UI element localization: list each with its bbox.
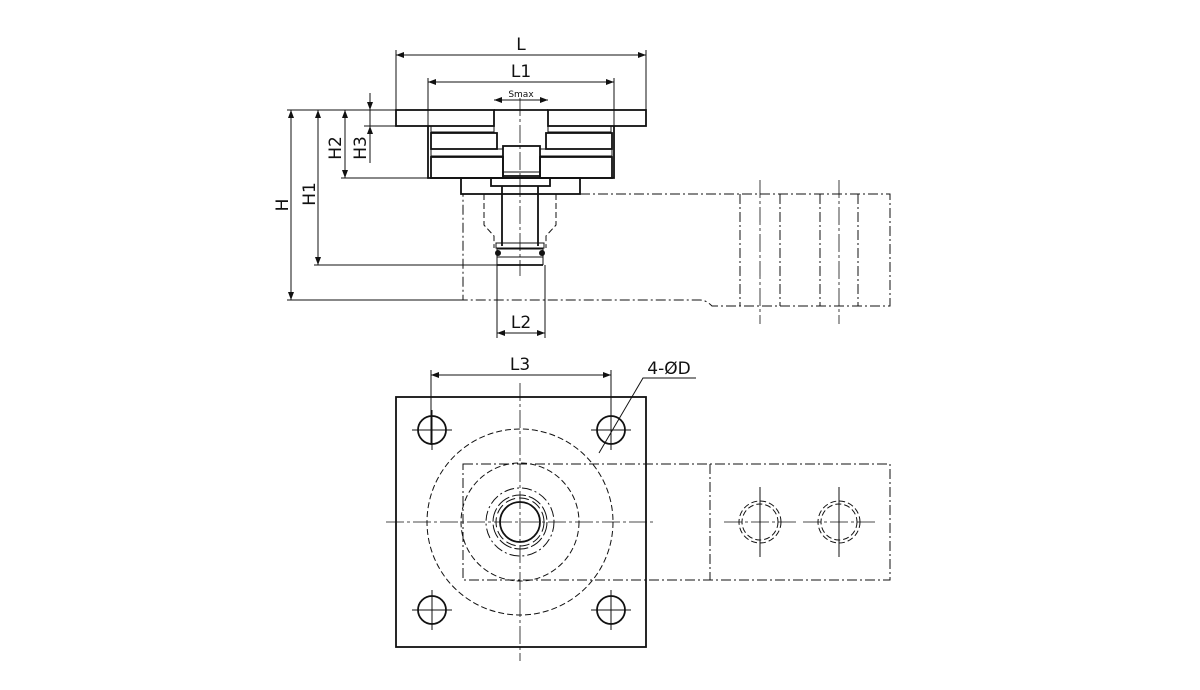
label-H2: H2 — [326, 136, 346, 160]
dimension-Smax: Smax — [494, 90, 548, 103]
label-Smax: Smax — [508, 90, 534, 100]
label-L3: L3 — [510, 355, 530, 375]
dimension-L: L — [395, 35, 647, 110]
mounting-hole — [591, 590, 631, 630]
dimension-H1: H1 — [300, 110, 321, 265]
dimension-H3: H3 — [351, 93, 373, 163]
dimension-L3: L3 — [430, 355, 612, 445]
top-plate — [395, 109, 647, 127]
label-L2: L2 — [511, 313, 531, 333]
mounting-holes — [412, 410, 631, 630]
dimension-L1: L1 — [427, 62, 615, 126]
elastomer-layers — [427, 125, 615, 179]
stem — [483, 186, 557, 266]
dimension-L2: L2 — [496, 265, 546, 338]
side-view: L L1 Smax L2 H H1 H2 H3 — [273, 35, 891, 338]
bolt-head — [502, 145, 541, 177]
hole-diameter-leader: 4-ØD — [598, 359, 696, 454]
mounting-hole — [412, 590, 452, 630]
label-L: L — [516, 35, 526, 55]
mounting-hole — [412, 410, 452, 450]
label-4-OD: 4-ØD — [647, 359, 690, 379]
dimension-H: H — [273, 110, 294, 300]
label-H3: H3 — [351, 136, 371, 160]
label-H: H — [273, 199, 293, 212]
load-cell-outline — [462, 180, 891, 324]
extension-lines — [287, 109, 497, 301]
top-view: L3 4-ØD — [386, 355, 891, 661]
label-L1: L1 — [511, 62, 531, 82]
label-H1: H1 — [300, 182, 320, 206]
base-block — [460, 177, 581, 195]
dimension-H2: H2 — [326, 110, 348, 178]
